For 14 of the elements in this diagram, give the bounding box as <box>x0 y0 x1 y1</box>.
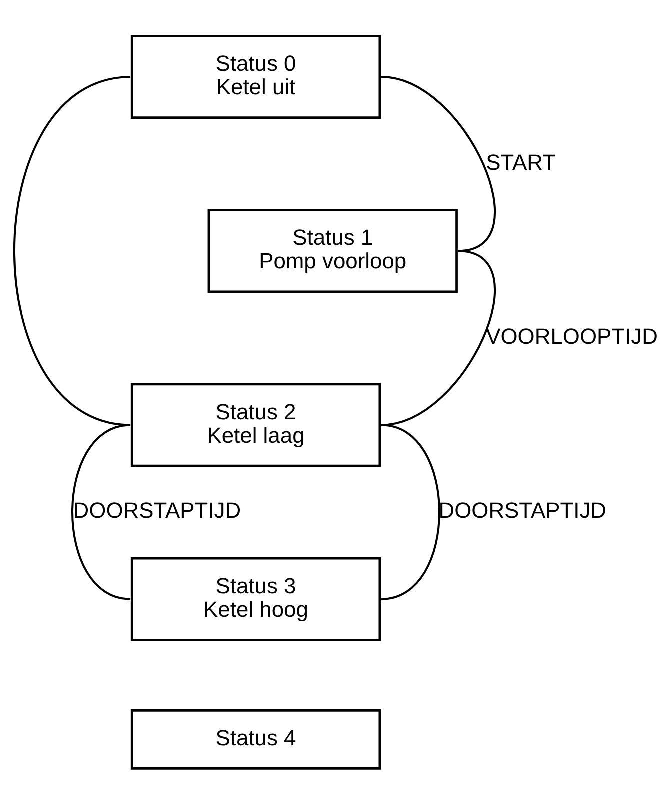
connector <box>381 424 440 600</box>
connector <box>381 76 496 252</box>
connector <box>14 76 131 426</box>
edge-label: START <box>486 150 556 175</box>
node-box: Status 4 <box>130 710 382 770</box>
edge-label: DOORSTAPTIJD <box>73 498 242 524</box>
node-box: Status 2 Ketel laag <box>130 383 382 468</box>
connector <box>381 250 496 426</box>
node-box: Status 3 Ketel hoog <box>130 557 382 642</box>
connector <box>72 424 131 600</box>
node-box: Status 0 Ketel uit <box>130 35 382 119</box>
node-box: Status 1 Pomp voorloop <box>208 209 458 294</box>
edge-label: DOORSTAPTIJD <box>438 498 607 524</box>
edge-label: VOORLOOPTIJD <box>486 324 658 349</box>
